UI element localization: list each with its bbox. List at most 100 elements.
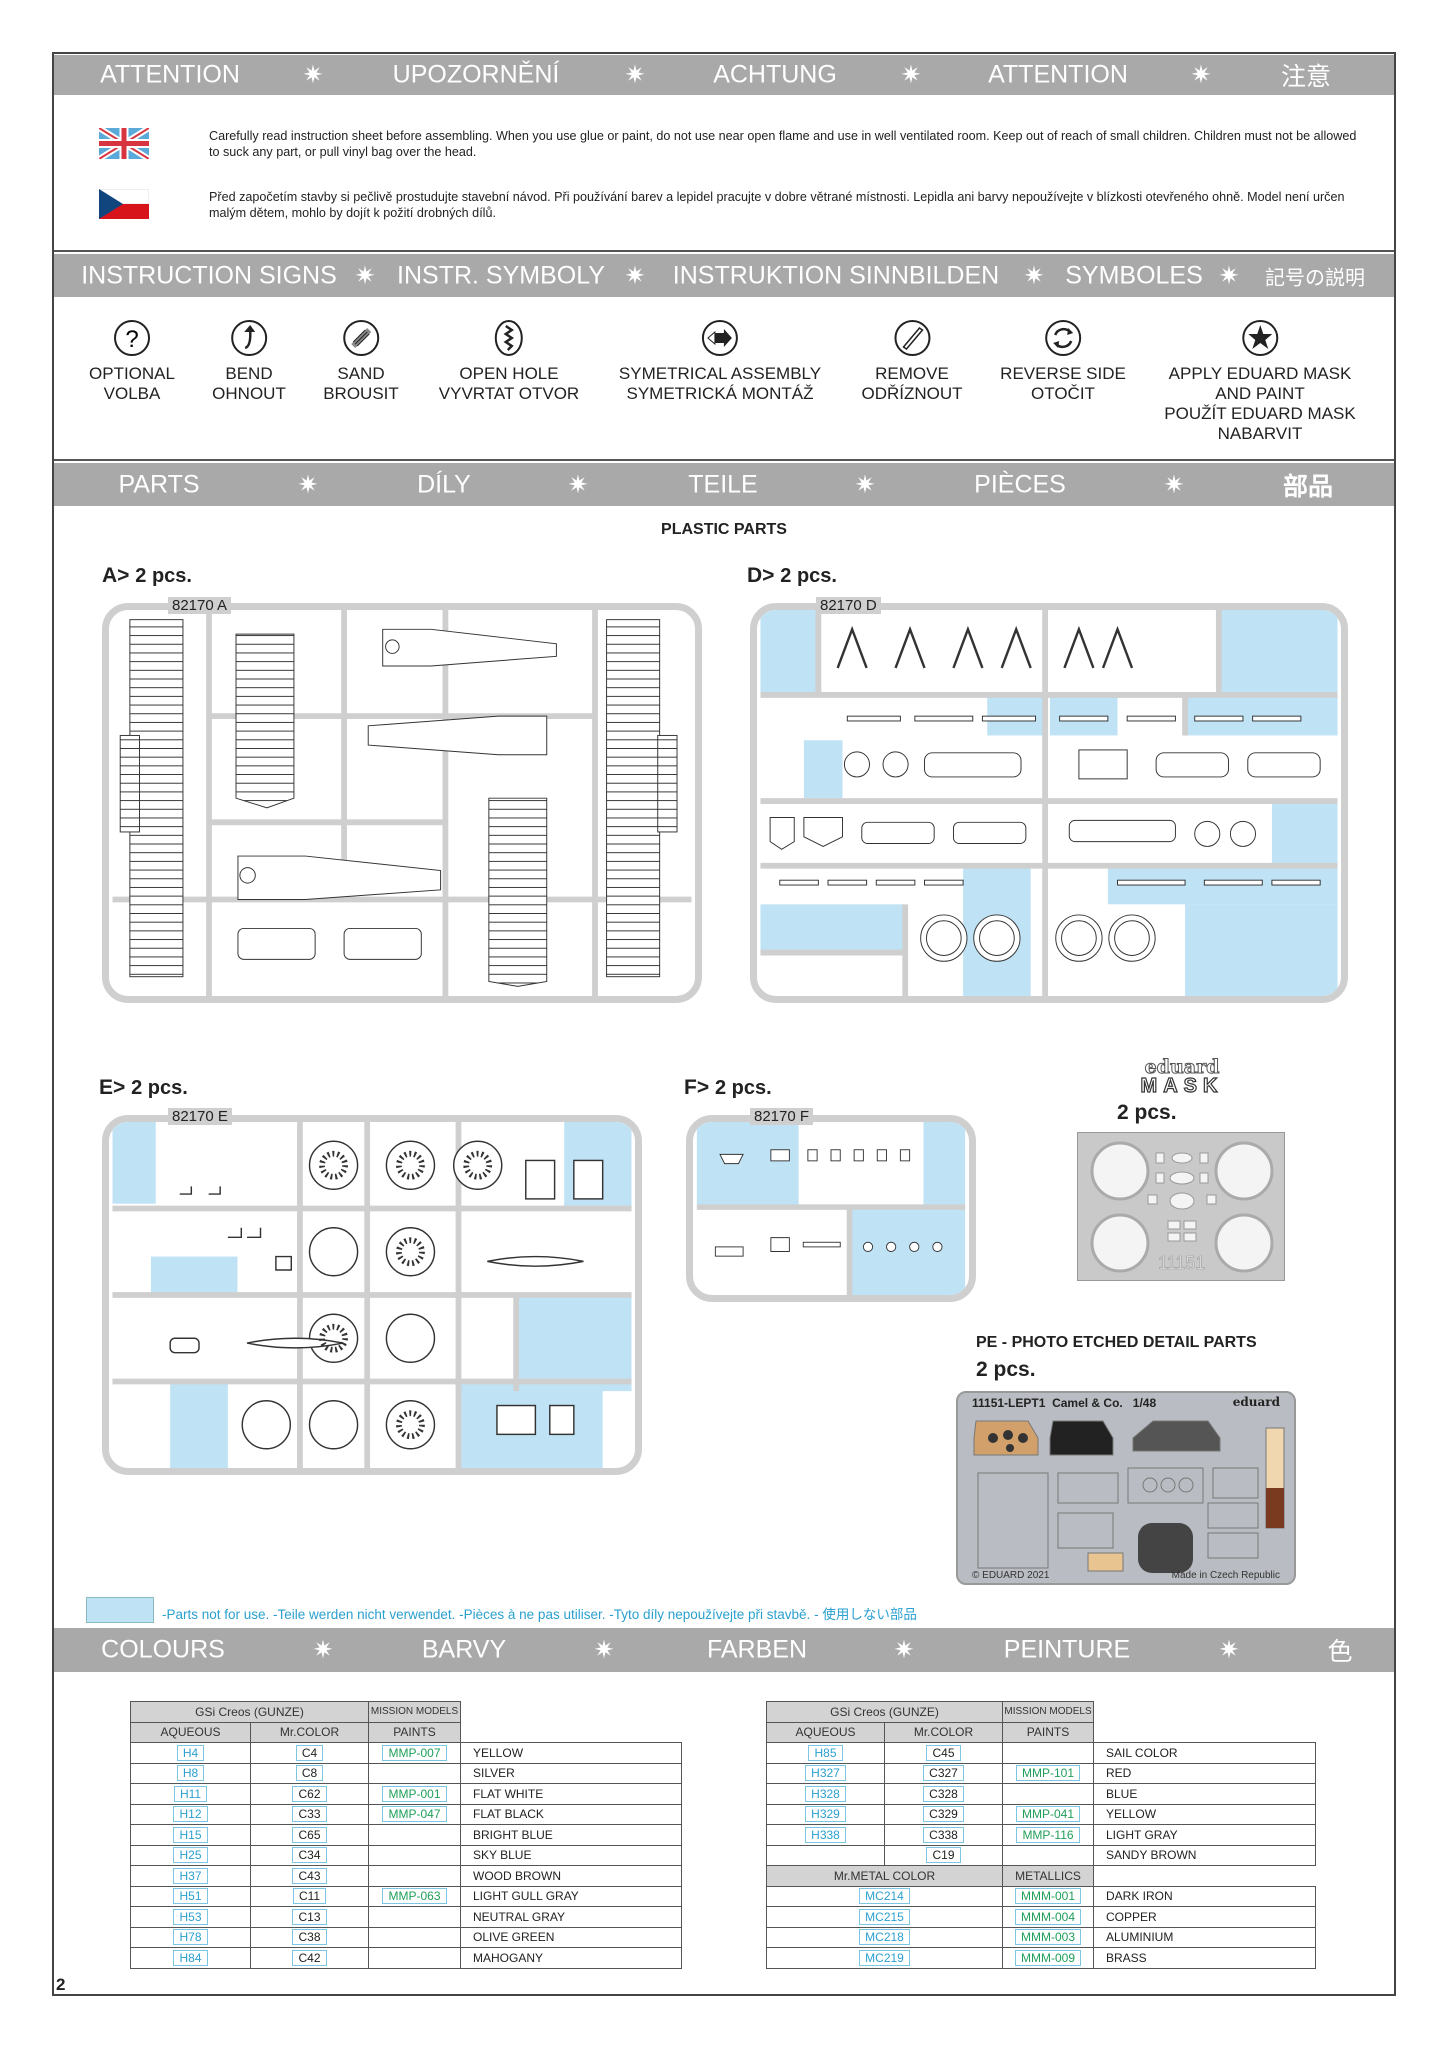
colour-name: RED (1093, 1762, 1316, 1784)
colour-cell: C42 (250, 1947, 369, 1969)
paint-code-aq: H329 (805, 1806, 846, 1823)
sprue-d-label: D> 2 pcs. (747, 564, 837, 588)
warning-cz: Před započetím stavby si pečlivě prostud… (209, 190, 1345, 220)
symmetry-arrow-icon (702, 320, 738, 356)
colour-cell: MMM-004 (1002, 1906, 1094, 1928)
header-metallics: METALLICS (1002, 1865, 1094, 1887)
colour-cell (1002, 1742, 1094, 1764)
mask-sheet: 11151 (1077, 1132, 1285, 1281)
paint-code-mr: C43 (292, 1867, 327, 1884)
paint-code-mr: C338 (923, 1826, 964, 1843)
paint-code-mr: C4 (295, 1744, 324, 1761)
colour-name: OLIVE GREEN (460, 1926, 682, 1948)
sprue-a-label: A> 2 pcs. (102, 564, 192, 588)
colour-cell: H53 (130, 1906, 251, 1928)
paint-code-aq: H37 (173, 1867, 208, 1884)
colour-cell: C4 (250, 1742, 369, 1764)
colour-cell: MMM-009 (1002, 1947, 1094, 1969)
pe-fret-drawing (973, 1420, 1285, 1573)
colour-cell: C13 (250, 1906, 369, 1928)
colour-cell: H4 (130, 1742, 251, 1764)
sign-label: SAND (337, 364, 385, 383)
separator-star: ✷ (624, 61, 646, 89)
separator-star: ✷ (1218, 1636, 1240, 1664)
header-mrcolor: Mr.COLOR (250, 1721, 369, 1743)
sand-icon (343, 320, 379, 356)
header-aqueous: AQUEOUS (766, 1721, 885, 1743)
sprue-letter: F> (684, 1076, 710, 1099)
sign-label: BEND (225, 364, 273, 383)
sprue-d (750, 603, 1348, 1003)
paint-code-aq: MC214 (859, 1888, 910, 1905)
blank-cell (1093, 1701, 1316, 1722)
colour-cell: C65 (250, 1824, 369, 1846)
colour-name: BLUE (1093, 1783, 1316, 1805)
sign-label: AND PAINT (1215, 384, 1305, 403)
sprue-e (102, 1115, 642, 1475)
colour-cell: C33 (250, 1803, 369, 1825)
colour-name: YELLOW (460, 1742, 682, 1764)
separator-star: ✷ (1190, 61, 1212, 89)
paint-code-mm: MMM-001 (1014, 1888, 1081, 1905)
colour-cell: C8 (250, 1762, 369, 1784)
colour-cell: H329 (766, 1803, 885, 1825)
colour-cell: MMP-047 (368, 1803, 461, 1825)
colour-cell: MC218 (766, 1926, 1003, 1948)
instruction-signs-bar: INSTRUCTION SIGNS ✷ INSTR. SYMBOLY ✷ INS… (54, 254, 1394, 297)
paint-code-mm: MMM-004 (1014, 1908, 1081, 1925)
colour-name: FLAT BLACK (460, 1803, 682, 1825)
eduard-mask-logo: eduard MASK (1118, 1056, 1246, 1097)
paint-code-aq: H15 (173, 1826, 208, 1843)
colour-cell: MC219 (766, 1947, 1003, 1969)
separator-star: ✷ (854, 470, 876, 499)
bend-arrow-icon (230, 320, 267, 356)
colours-title-de: FARBEN (706, 1635, 808, 1664)
sign-label: APPLY EDUARD MASK (1168, 364, 1352, 383)
colour-name: YELLOW (1093, 1803, 1316, 1825)
colour-cell (368, 1824, 461, 1846)
sprue-code: 82170 D (816, 597, 881, 614)
blank-cell (1093, 1865, 1316, 1886)
colour-cell: H11 (130, 1783, 251, 1805)
sign-label: VYVRTAT OTVOR (438, 384, 580, 403)
sprue-qty: 2 pcs. (131, 1077, 188, 1099)
sign-label: REVERSE SIDE (1000, 364, 1126, 383)
sprue-code: 82170 A (168, 597, 232, 614)
colour-cell: C328 (884, 1783, 1003, 1805)
colour-cell: H85 (766, 1742, 885, 1764)
header-metal: Mr.METAL COLOR (766, 1865, 1003, 1887)
paint-code-mr: C34 (292, 1847, 327, 1864)
pe-copyright: © EDUARD 2021 (972, 1570, 1050, 1581)
separator-star: ✷ (1218, 261, 1240, 290)
knife-icon (893, 320, 930, 356)
signs-title-de: INSTRUKTION SINNBILDEN (672, 261, 1000, 289)
paint-code-aq: H327 (805, 1765, 846, 1782)
colour-name: BRASS (1093, 1947, 1316, 1969)
mask-brand: eduard (1144, 1056, 1220, 1078)
header-mission: MISSION MODELS (368, 1701, 461, 1723)
pe-fret-code: 11151-LEPT1 (972, 1396, 1046, 1410)
sprue-d-drawing (760, 610, 1338, 996)
star-icon (1242, 320, 1278, 356)
separator-star: ✷ (302, 61, 324, 89)
colours-bar: COLOURS ✷ BARVY ✷ FARBEN ✷ PEINTURE ✷ 色 (54, 1628, 1394, 1672)
colour-cell: MMP-101 (1002, 1762, 1094, 1784)
paint-code-mm: MMM-003 (1014, 1929, 1081, 1946)
plastic-parts-title: PLASTIC PARTS (661, 521, 787, 538)
paint-code-aq: H85 (808, 1744, 843, 1761)
paint-code-mm: MMP-001 (382, 1785, 447, 1802)
colour-cell: C11 (250, 1885, 369, 1907)
colour-cell: H37 (130, 1865, 251, 1887)
colour-name: SILVER (460, 1762, 682, 1784)
paint-code-mr: C8 (295, 1765, 324, 1782)
colour-cell: MMM-001 (1002, 1885, 1094, 1907)
separator-star: ✷ (893, 1636, 915, 1664)
